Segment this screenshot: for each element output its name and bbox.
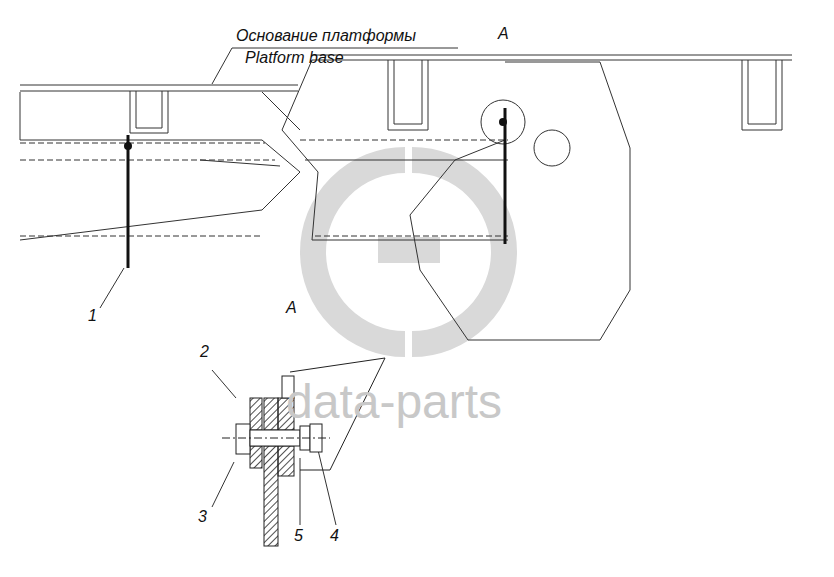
watermark: data-parts <box>286 378 502 426</box>
view-letter: A <box>286 300 297 316</box>
callout-number: 3 <box>198 509 207 525</box>
part-name: Основание платформы <box>236 28 416 44</box>
callout-number: 5 <box>294 528 303 544</box>
part-name: Platform base <box>245 50 344 66</box>
callout-number: 2 <box>200 344 209 360</box>
callout-number: 4 <box>330 528 339 544</box>
callout-number: 1 <box>88 308 97 324</box>
view-letter: A <box>498 26 509 42</box>
watermark-logo <box>313 160 504 344</box>
